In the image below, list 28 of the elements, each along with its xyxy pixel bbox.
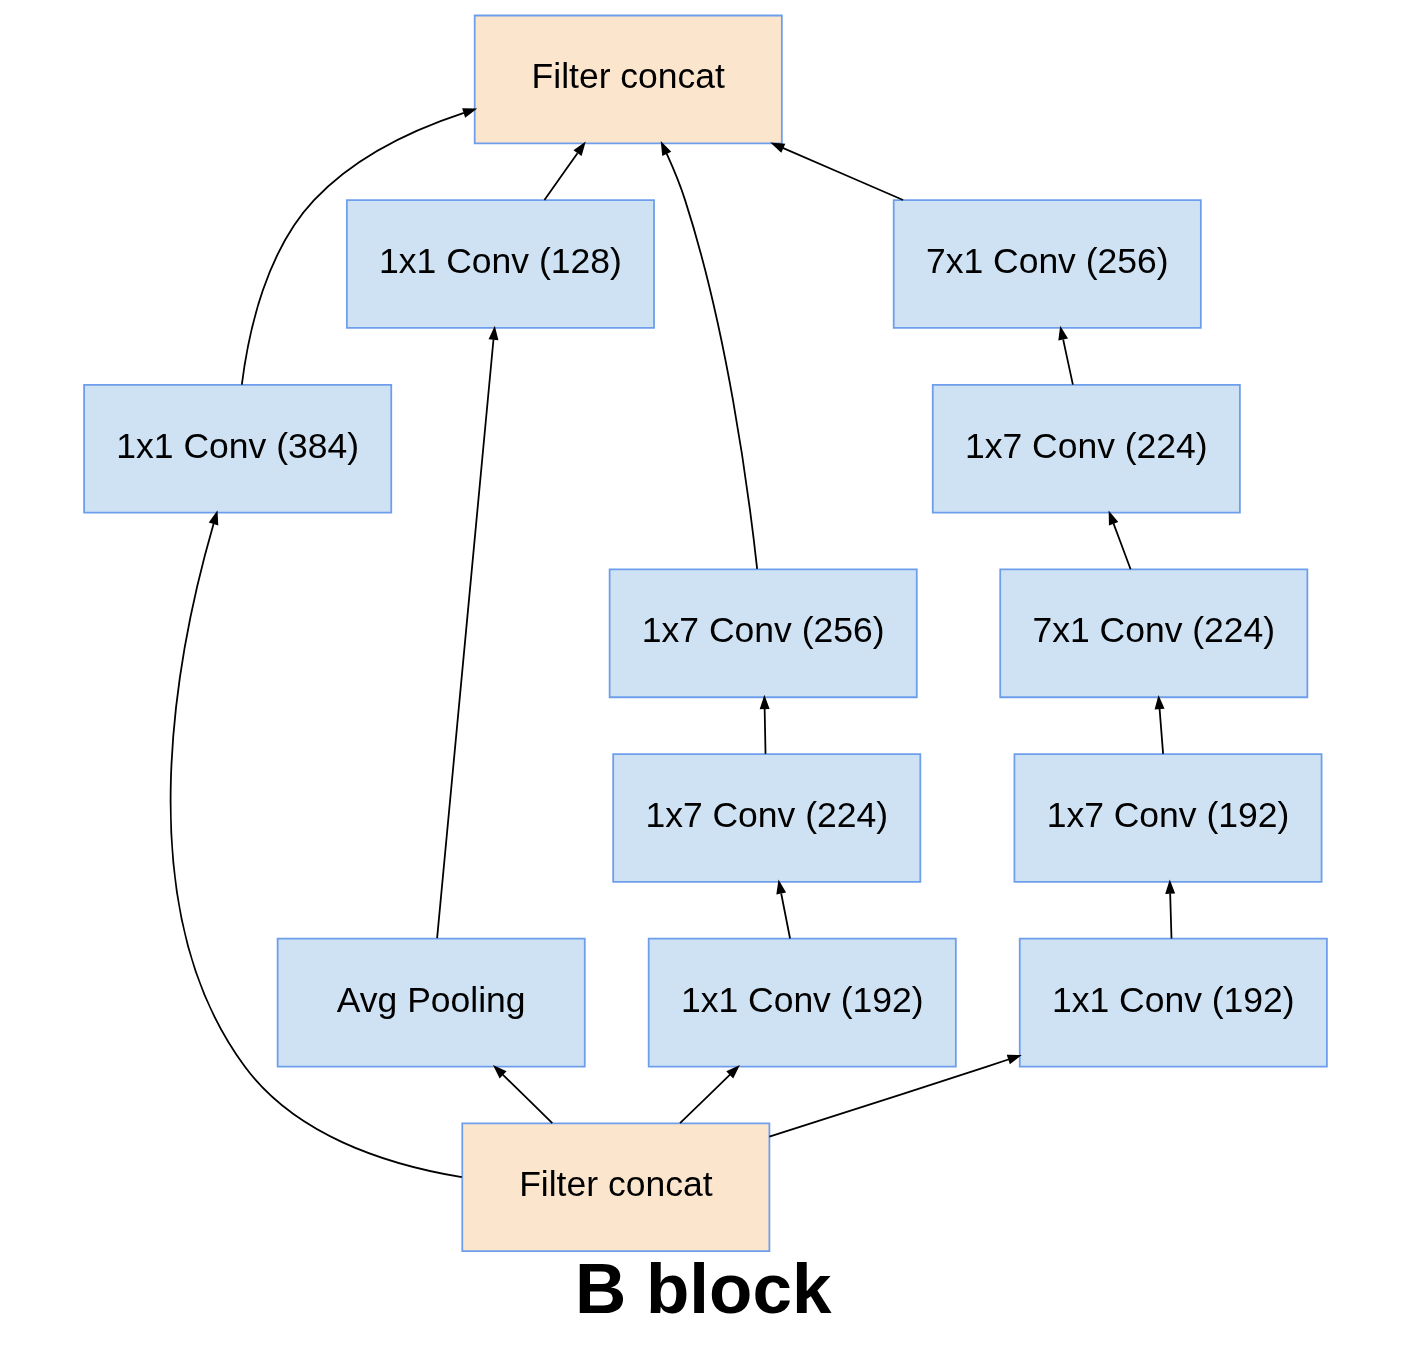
arrow (543, 141, 586, 201)
node-box: 7x1 Conv (224) (998, 568, 1308, 699)
arrow (775, 879, 791, 940)
node-box: 1x7 Conv (256) (608, 568, 918, 699)
arrow (1164, 879, 1175, 940)
node-box: Filter concat (460, 1122, 770, 1253)
arrow (768, 1054, 1022, 1138)
arrow (759, 694, 770, 755)
arrow (660, 141, 758, 570)
node-box: Avg Pooling (276, 937, 586, 1068)
node-box: 1x7 Conv (224) (611, 753, 921, 883)
arrow (1108, 510, 1131, 571)
node-box: 1x1 Conv (384) (82, 383, 392, 514)
arrow (769, 142, 904, 201)
arrow (435, 325, 498, 940)
arrow (169, 510, 463, 1179)
arrow (240, 108, 477, 386)
arrow (1057, 325, 1074, 386)
node-box: 1x7 Conv (224) (931, 383, 1241, 514)
arrow (678, 1064, 740, 1125)
node-box: 7x1 Conv (256) (892, 199, 1202, 329)
node-box: Filter concat (473, 14, 783, 145)
node-box: 1x1 Conv (192) (647, 937, 957, 1068)
arrow (1154, 694, 1165, 755)
arrow (492, 1064, 553, 1125)
node-box: 1x7 Conv (192) (1013, 753, 1322, 883)
node-box: 1x1 Conv (192) (1018, 937, 1328, 1068)
node-box: 1x1 Conv (128) (345, 199, 655, 329)
